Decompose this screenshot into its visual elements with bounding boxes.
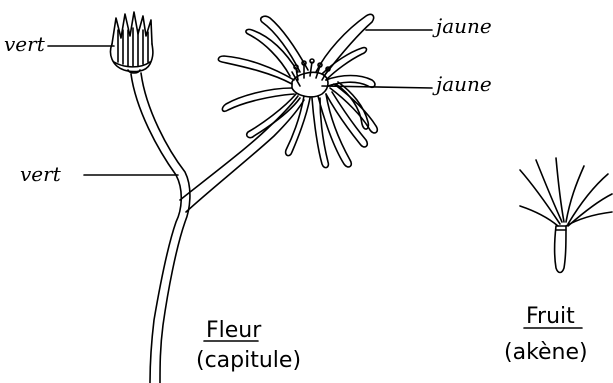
caption-fruit-title: Fruit <box>526 306 575 328</box>
caption-flower-subtitle: (capitule) <box>196 350 301 372</box>
caption-fruit-subtitle: (akène) <box>504 342 588 364</box>
label-petal-color: jaune <box>436 16 492 36</box>
closed-bud <box>111 12 153 73</box>
caption-flower-title: Fleur <box>206 320 261 342</box>
label-bud-color: vert <box>4 34 45 54</box>
label-center-color: jaune <box>436 74 492 94</box>
label-stem-color: vert <box>20 164 61 184</box>
open-flower <box>218 14 377 167</box>
fruit <box>520 158 612 273</box>
